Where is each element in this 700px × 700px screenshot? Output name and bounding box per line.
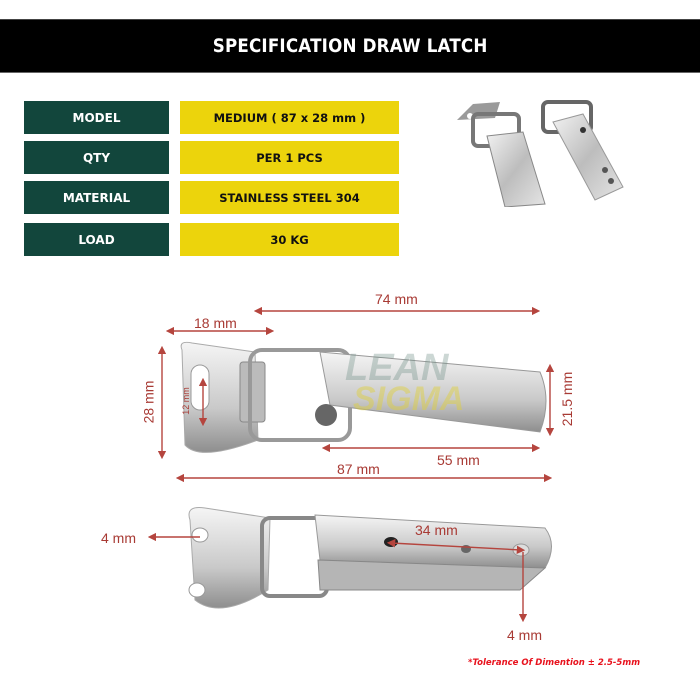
dim-4mm-right: 4 mm <box>507 627 542 643</box>
dim-4mm-left: 4 mm <box>101 530 136 546</box>
dim-55mm: 55 mm <box>437 452 480 468</box>
spec-label: MODEL <box>24 101 169 134</box>
spec-value: STAINLESS STEEL 304 <box>180 181 399 214</box>
dim-34mm: 34 mm <box>415 522 458 538</box>
spec-value: 30 KG <box>180 223 399 256</box>
spec-value: PER 1 PCS <box>180 141 399 174</box>
spec-value: MEDIUM ( 87 x 28 mm ) <box>180 101 399 134</box>
product-photo <box>457 100 624 207</box>
spec-label: LOAD <box>24 223 169 256</box>
spec-row-load: LOAD 30 KG <box>24 223 399 256</box>
title-bar: SPECIFICATION DRAW LATCH <box>0 19 700 73</box>
spec-label: MATERIAL <box>24 181 169 214</box>
dim-28mm: 28 mm <box>140 380 157 424</box>
spec-row-model: MODEL MEDIUM ( 87 x 28 mm ) <box>24 101 399 134</box>
spec-row-qty: QTY PER 1 PCS <box>24 141 399 174</box>
tolerance-note: *Tolerance Of Dimention ± 2.5-5mm <box>468 658 641 668</box>
dim-87mm: 87 mm <box>337 461 380 477</box>
page-title: SPECIFICATION DRAW LATCH <box>212 35 488 57</box>
dim-18mm: 18 mm <box>194 315 237 331</box>
spec-row-material: MATERIAL STAINLESS STEEL 304 <box>24 181 399 214</box>
watermark-sigma: SIGMA <box>353 380 464 418</box>
dimension-diagram: LEAN SIGMA <box>147 306 555 623</box>
dim-21-5mm: 21.5 mm <box>559 371 576 427</box>
spec-label: QTY <box>24 141 169 174</box>
dim-12mm: 12 mm <box>180 387 191 415</box>
watermark-lean: LEAN <box>345 347 450 389</box>
dim-74mm: 74 mm <box>375 291 418 307</box>
